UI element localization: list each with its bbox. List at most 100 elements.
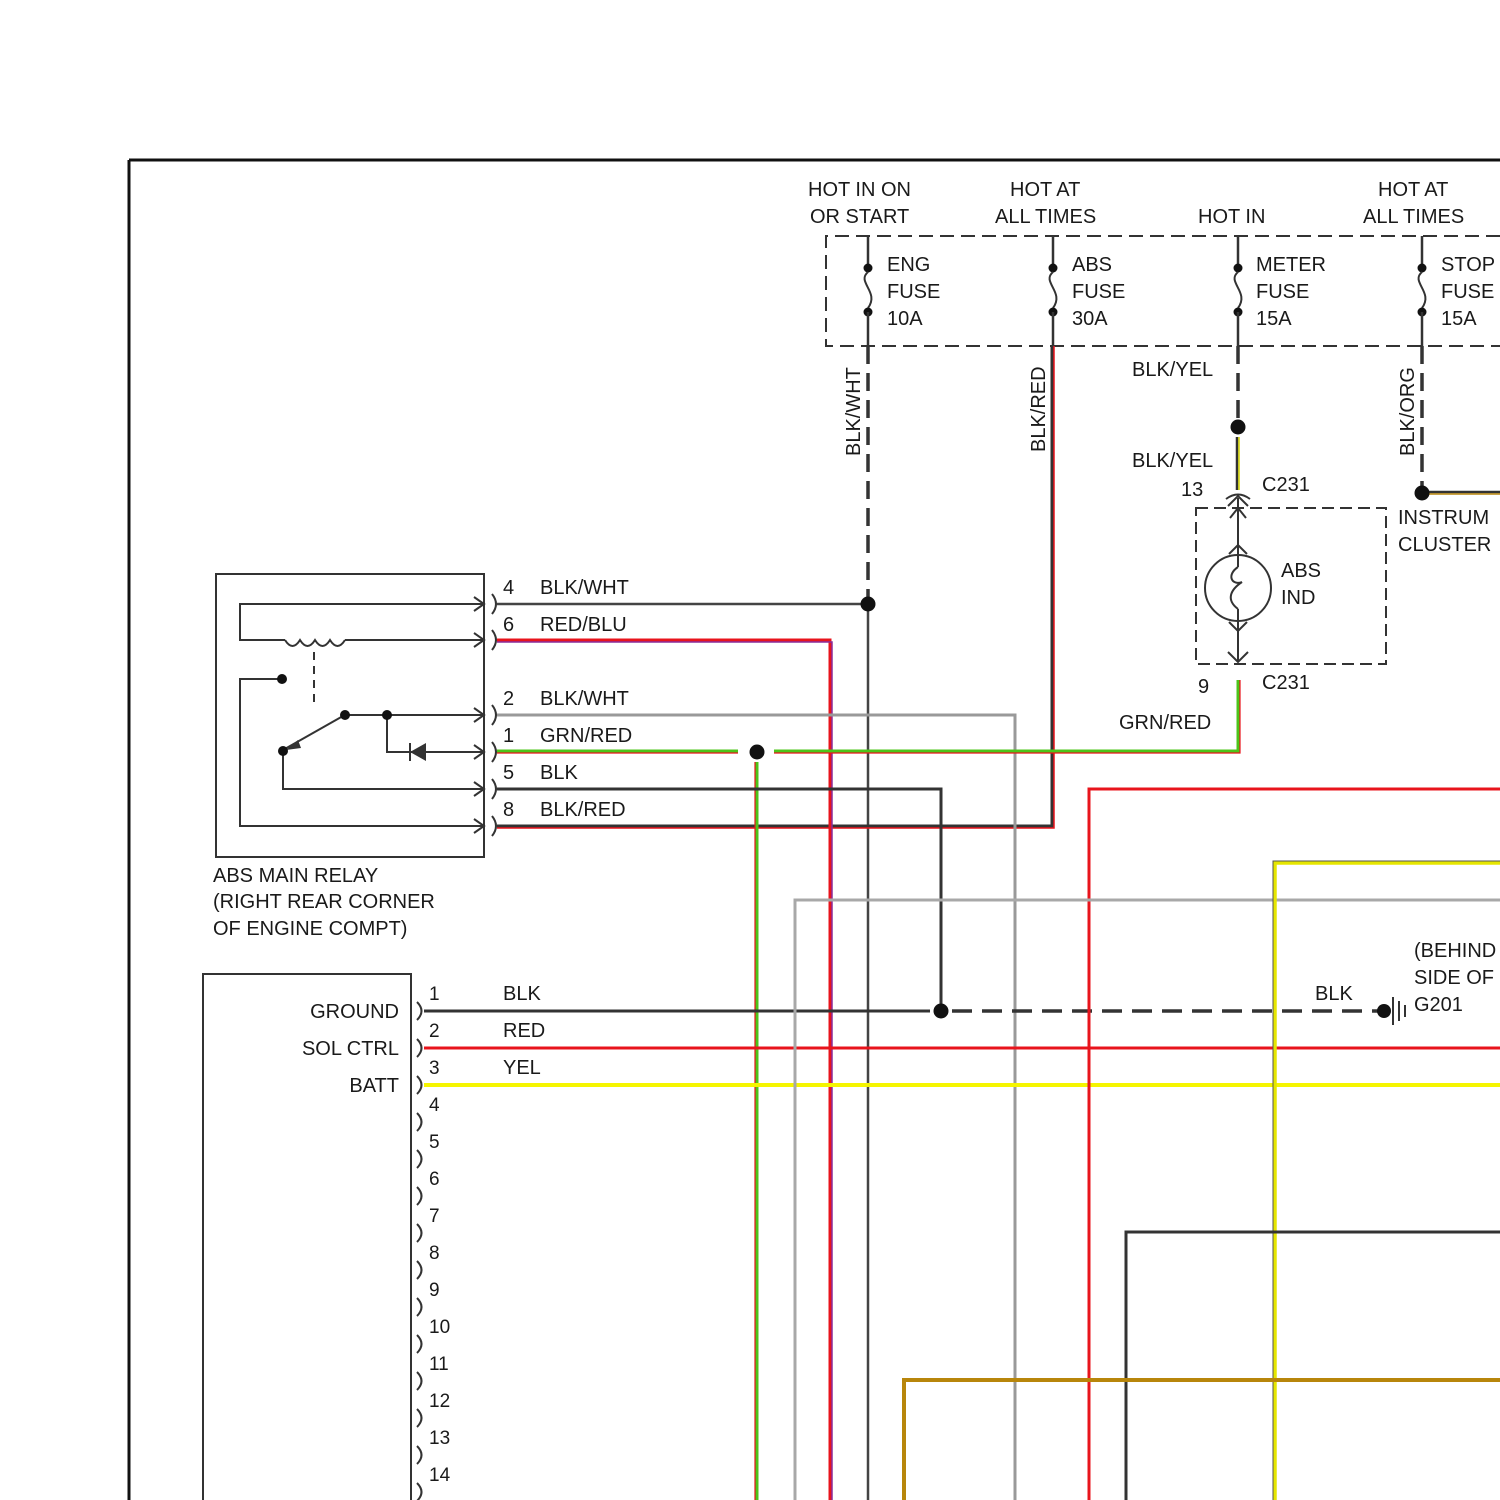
module-pin-number: 14 — [429, 1465, 451, 1486]
module-pin-connector — [417, 1113, 422, 1131]
relay-pin-1: 1 — [503, 725, 514, 747]
module-pin-number: 12 — [429, 1391, 450, 1412]
instrument-cluster-line2: CLUSTER — [1398, 534, 1491, 556]
fuse-meter-word: FUSE — [1256, 281, 1309, 303]
wire-gray-right — [795, 900, 1500, 1500]
wire-label-eng: BLK/WHT — [843, 367, 865, 456]
module-wire-red: RED — [503, 1020, 545, 1042]
abs-control-module: GROUND SOL CTRL BATT 1234567891011121314… — [203, 974, 545, 1500]
relay-pin-2: 2 — [503, 688, 514, 710]
relay-wire-5: BLK — [540, 762, 578, 784]
fuse-abs-symbol — [1049, 264, 1058, 317]
splice-blk-yel — [1231, 420, 1246, 435]
wire-red-right — [1089, 789, 1500, 1500]
module-pin-connector — [417, 1483, 422, 1500]
ground-note-1: (BEHIND — [1414, 940, 1496, 962]
relay-wire-2: BLK/WHT — [540, 688, 629, 710]
module-pin-connector — [417, 1298, 422, 1316]
relay-pin-8: 8 — [503, 799, 514, 821]
module-pin-number: 10 — [429, 1317, 450, 1338]
module-pin-number: 8 — [429, 1243, 440, 1264]
relay-title-2: (RIGHT REAR CORNER — [213, 891, 435, 913]
relay-wire-1: GRN/RED — [540, 725, 632, 747]
indicator-connector-top: C231 — [1262, 474, 1310, 496]
relay-wire-6: RED/BLU — [540, 614, 627, 636]
module-pin-number: 2 — [429, 1021, 440, 1042]
wires — [424, 312, 1500, 1500]
supply-header-1-line1: HOT IN ON — [808, 179, 911, 201]
splice-blk-org — [1415, 486, 1430, 501]
wire-blk-pin5 — [497, 789, 941, 1005]
fuse-eng-rating: 10A — [887, 308, 923, 330]
relay-pin-5: 5 — [503, 762, 514, 784]
module-pin-number: 5 — [429, 1132, 440, 1153]
module-pin-connector — [417, 1372, 422, 1390]
wire-label-meter-lower: BLK/YEL — [1132, 450, 1213, 472]
indicator-pin-top: 13 — [1181, 479, 1203, 501]
module-pin-number: 13 — [429, 1428, 450, 1449]
module-pin-connector — [417, 1150, 422, 1168]
ground-wire-label: BLK — [1315, 983, 1353, 1005]
abs-indicator: 13 C231 ABS IND 9 C231 GRN/RED — [1119, 474, 1386, 734]
supply-header-2-line1: HOT AT — [1010, 179, 1080, 201]
ground-icon — [1393, 997, 1405, 1025]
wire-olive-right — [904, 1380, 1500, 1500]
module-pin-number: 1 — [429, 984, 440, 1005]
wire-blk-right — [1126, 1232, 1500, 1500]
instrument-cluster-line1: INSTRUM — [1398, 507, 1489, 529]
abs-main-relay: 4 BLK/WHT 6 RED/BLU 2 BLK/WHT 1 GRN/RED … — [213, 574, 632, 940]
module-pin-connector — [417, 1002, 422, 1020]
indicator-wire-out: GRN/RED — [1119, 712, 1211, 734]
module-function-batt: BATT — [349, 1075, 399, 1097]
module-pin-connector — [417, 1335, 422, 1353]
fuse-stop-name: STOP — [1441, 254, 1495, 276]
ground-point — [1377, 1004, 1391, 1018]
fuse-block: HOT IN ON OR START HOT AT ALL TIMES HOT … — [808, 179, 1500, 346]
supply-header-1-line2: OR START — [810, 206, 909, 228]
module-pin-number: 4 — [429, 1095, 440, 1116]
fuse-eng-name: ENG — [887, 254, 930, 276]
indicator-pin-bottom: 9 — [1198, 676, 1209, 698]
indicator-label-1: ABS — [1281, 560, 1321, 582]
fuse-meter-symbol — [1234, 264, 1243, 317]
module-function-sol-ctrl: SOL CTRL — [302, 1038, 399, 1060]
relay-wire-8: BLK/RED — [540, 799, 626, 821]
module-pin-connector — [417, 1076, 422, 1094]
diagram-border — [129, 160, 1500, 1500]
module-pin-connector — [417, 1409, 422, 1427]
module-wire-blk: BLK — [503, 983, 541, 1005]
module-pin-connector — [417, 1446, 422, 1464]
supply-header-3-line2: HOT IN — [1198, 206, 1265, 228]
module-pin-connector — [417, 1261, 422, 1279]
fuse-stop-symbol — [1418, 264, 1427, 317]
indicator-label-2: IND — [1281, 587, 1315, 609]
wire-label-abs: BLK/RED — [1028, 366, 1050, 452]
diode-icon — [410, 743, 426, 761]
supply-header-2-line2: ALL TIMES — [995, 206, 1096, 228]
module-function-ground: GROUND — [310, 1001, 399, 1023]
relay-pin-6: 6 — [503, 614, 514, 636]
relay-pin-4: 4 — [503, 577, 514, 599]
fuse-eng-symbol — [864, 264, 873, 317]
relay-title-1: ABS MAIN RELAY — [213, 865, 378, 887]
fuse-meter-rating: 15A — [1256, 308, 1292, 330]
module-pin-number: 9 — [429, 1280, 440, 1301]
splice-ground — [934, 1004, 949, 1019]
fuse-eng-word: FUSE — [887, 281, 940, 303]
module-wire-yel: YEL — [503, 1057, 541, 1079]
fuse-stop-rating: 15A — [1441, 308, 1477, 330]
indicator-outline — [1196, 508, 1386, 664]
relay-wire-4: BLK/WHT — [540, 577, 629, 599]
relay-title-3: OF ENGINE COMPT) — [213, 918, 407, 940]
module-pin-number: 11 — [429, 1354, 449, 1375]
splice-grn-red — [750, 745, 765, 760]
wire-label-stop: BLK/ORG — [1397, 367, 1419, 456]
indicator-connector-bottom: C231 — [1262, 672, 1310, 694]
fuse-abs-rating: 30A — [1072, 308, 1108, 330]
fuse-abs-word: FUSE — [1072, 281, 1125, 303]
ground-id: G201 — [1414, 994, 1463, 1016]
supply-header-4-line1: HOT AT — [1378, 179, 1448, 201]
supply-header-4-line2: ALL TIMES — [1363, 206, 1464, 228]
